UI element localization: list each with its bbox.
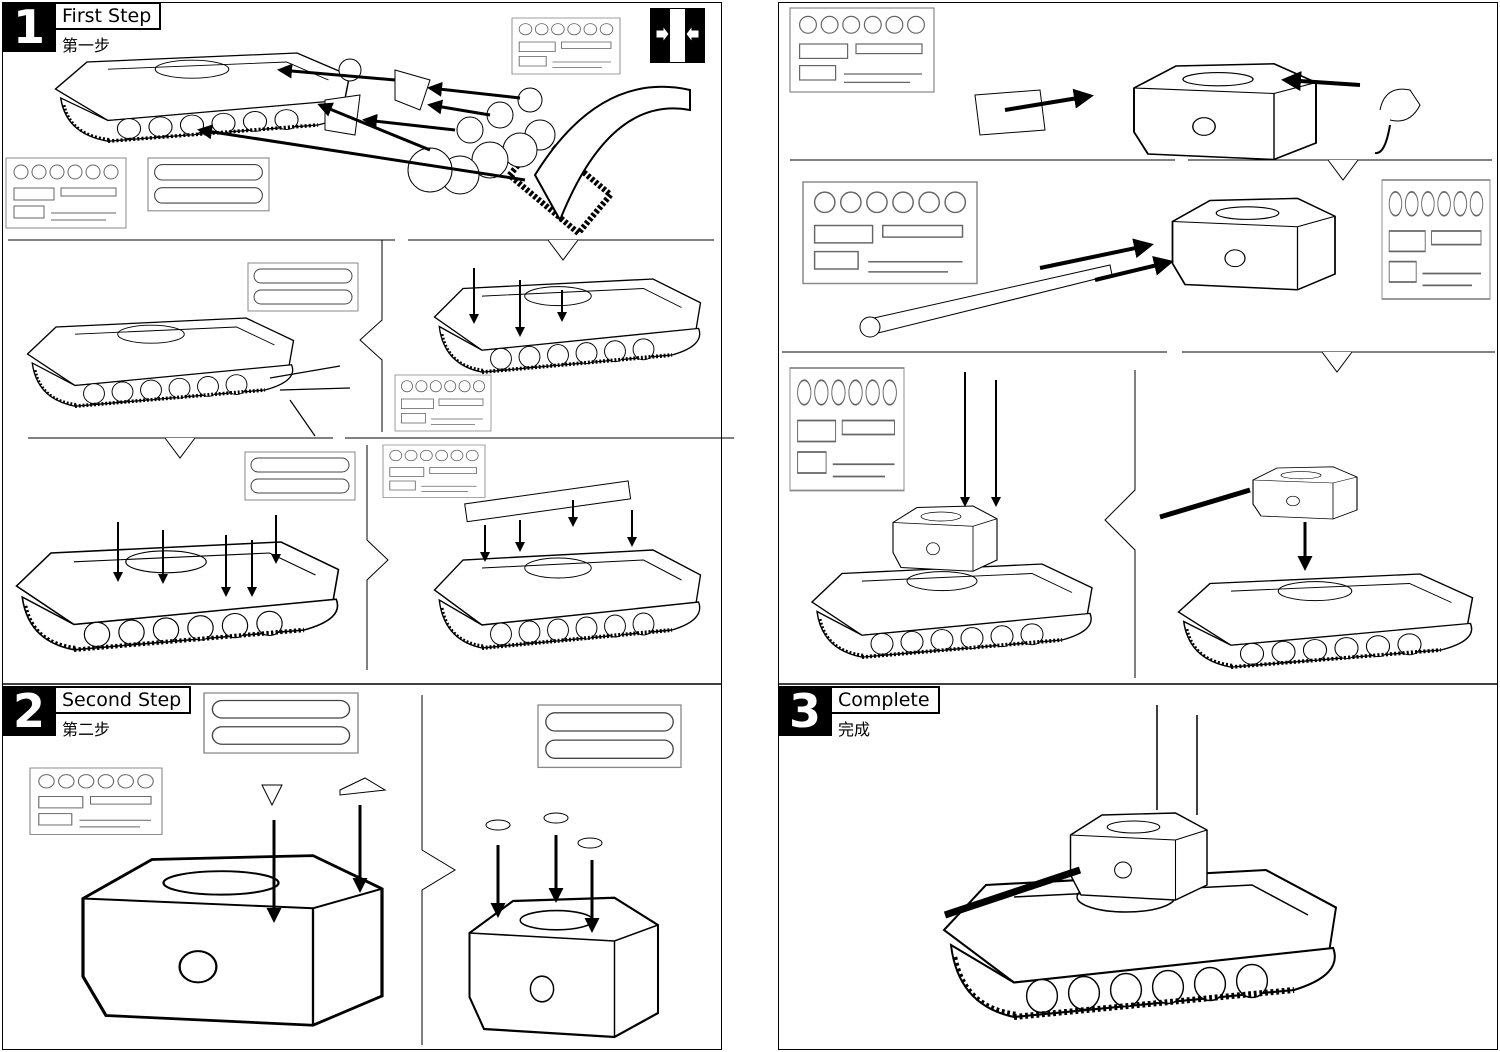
step-subtitle: 第一步	[62, 36, 111, 55]
step-number: 3	[778, 686, 832, 736]
step1-dividers	[8, 239, 734, 670]
right-page-frame	[778, 2, 1498, 1050]
right-turret-details	[782, 7, 1495, 678]
step-2-header: 2 Second Step 第二步	[2, 686, 192, 742]
step-1-header: 1 First Step 第一步	[2, 2, 162, 58]
step2-turret-assembly	[29, 692, 682, 1045]
step1-hull-and-wheels	[5, 17, 691, 238]
fold-symbol	[650, 8, 705, 63]
step-title: Second Step	[56, 686, 192, 714]
step-subtitle: 完成	[838, 720, 871, 739]
step-number: 1	[2, 2, 56, 52]
step-subtitle: 第二步	[62, 720, 111, 739]
complete-tank	[944, 705, 1336, 1017]
step-number: 2	[2, 686, 56, 736]
step-title: First Step	[56, 2, 162, 30]
step1-substeps	[17, 262, 703, 650]
left-page-frame	[2, 2, 722, 1050]
step-3-header: 3 Complete 完成	[778, 686, 940, 742]
step-title: Complete	[832, 686, 940, 714]
